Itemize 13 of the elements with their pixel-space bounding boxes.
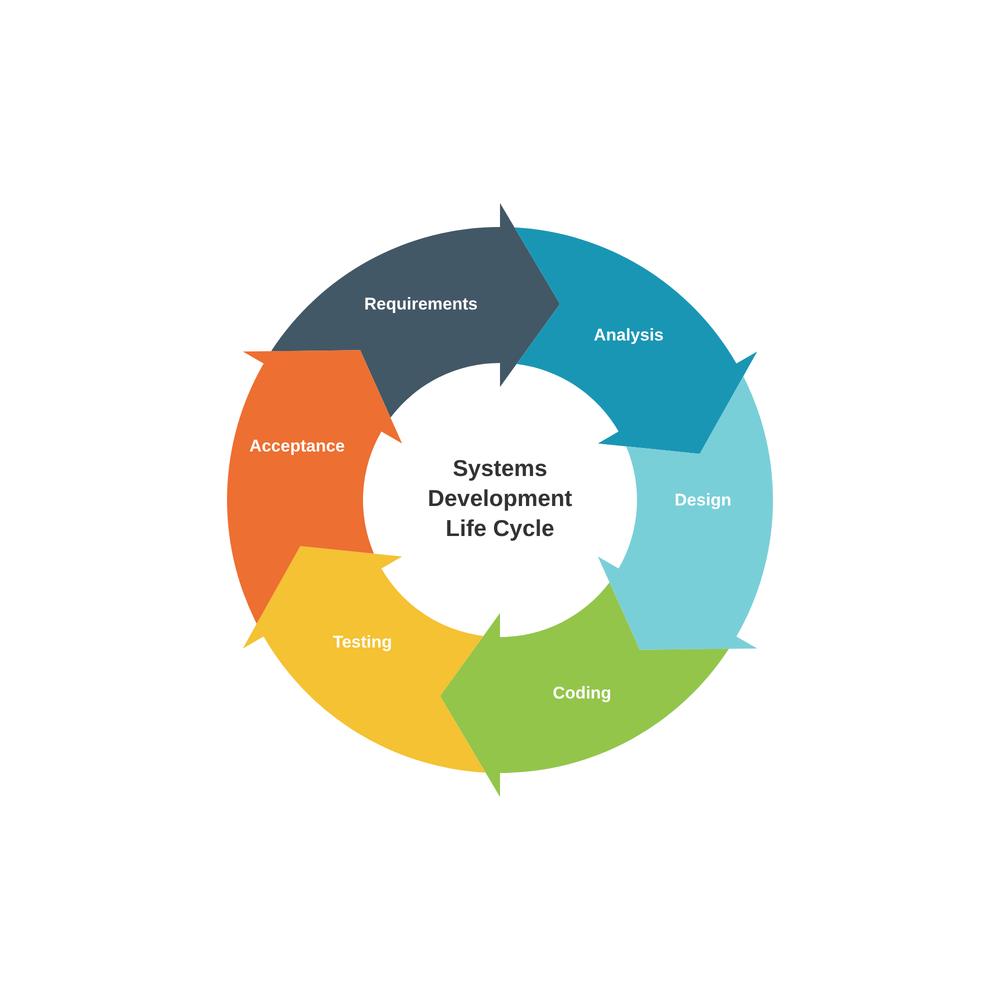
stage-label: Testing [332, 632, 392, 654]
arrow-segment [242, 546, 486, 773]
stage-label: Design [674, 489, 732, 511]
arrow-segment [598, 376, 773, 650]
stage-label: Requirements [364, 294, 478, 315]
center-title: Systems Development Life Cycle [426, 454, 574, 543]
arrow-segment [514, 227, 758, 454]
stage-label: Coding [552, 682, 612, 704]
arrow-segment [227, 350, 402, 624]
stage-label: Acceptance [249, 435, 345, 456]
stage-label: Analysis [594, 324, 664, 346]
arrow-segment [440, 582, 729, 797]
arrow-segment [271, 203, 560, 418]
